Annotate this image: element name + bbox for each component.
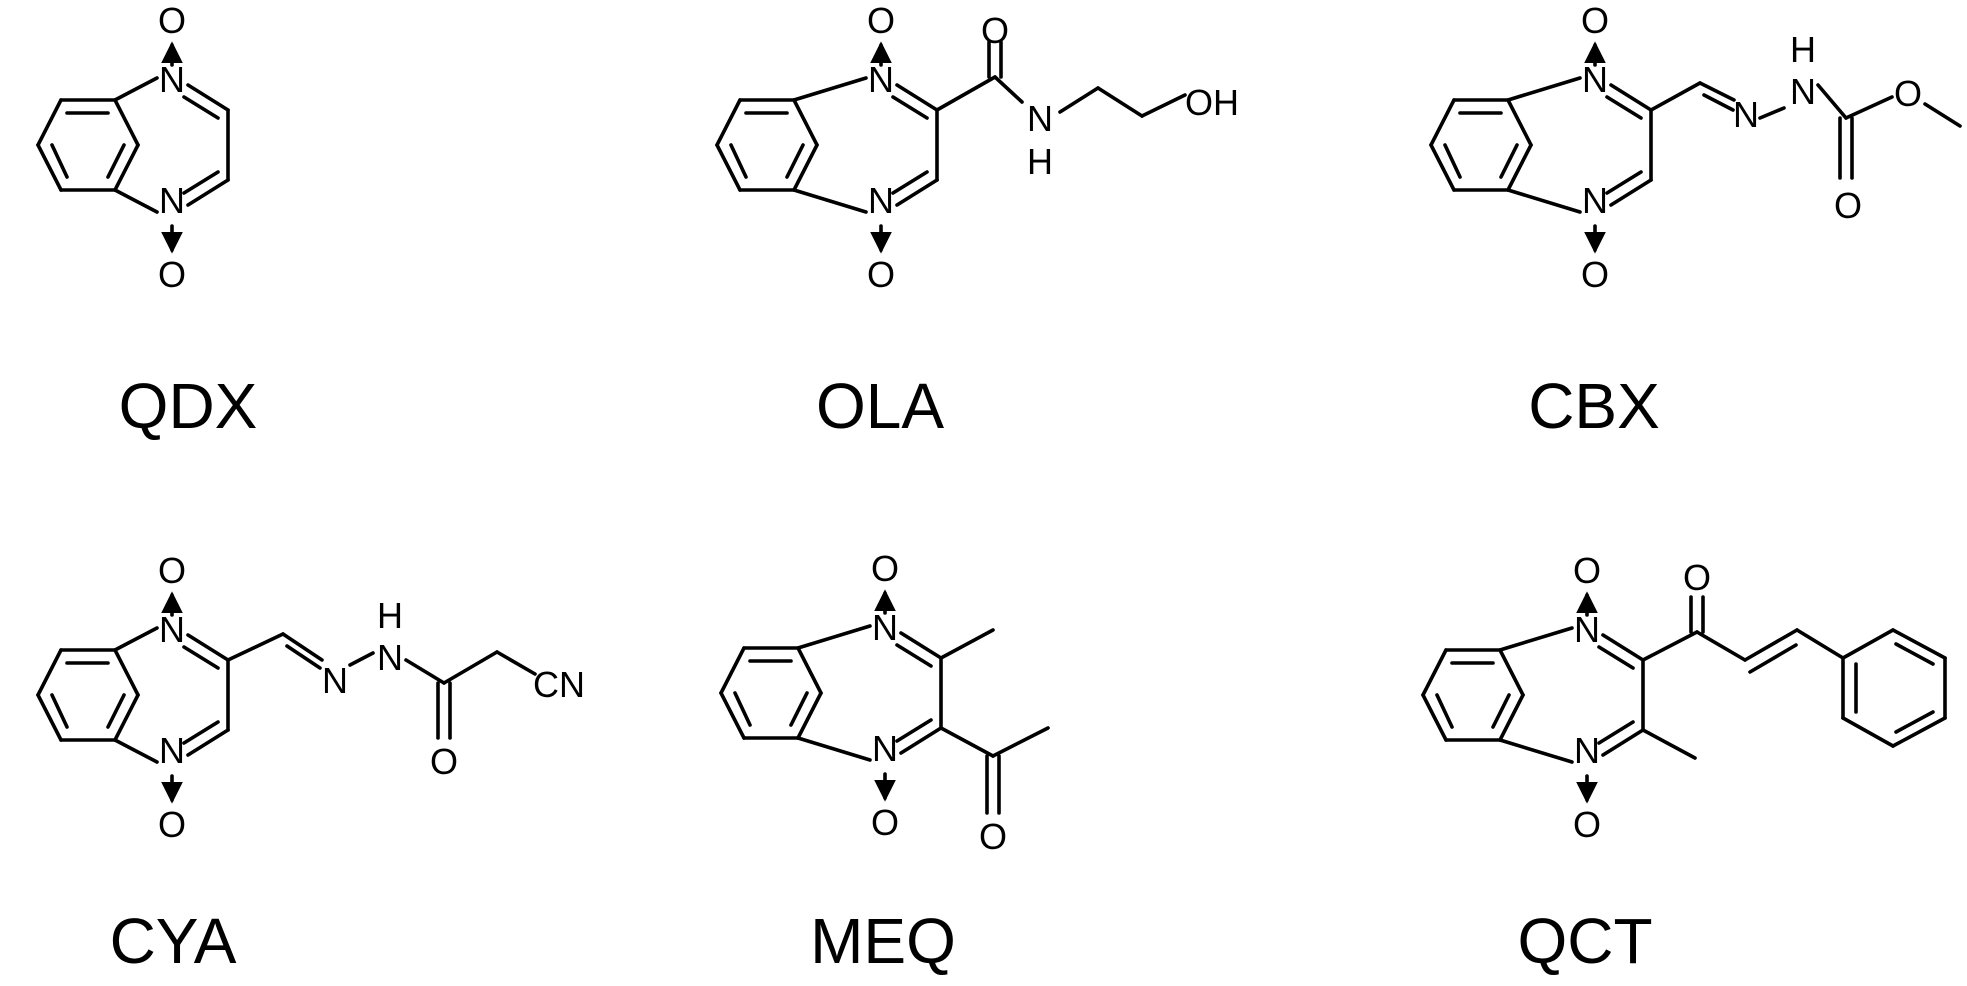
compound-name: CYA xyxy=(110,905,237,977)
atom-label-o: O xyxy=(979,816,1007,857)
atom-label-n: N xyxy=(159,180,185,221)
atom-label-o: O xyxy=(1573,804,1601,845)
atom-label-o: O xyxy=(1834,185,1862,226)
compound-name: CBX xyxy=(1528,370,1660,442)
compound-qdx: N N O O QDX xyxy=(36,0,258,442)
atom-label-o: O xyxy=(871,548,899,589)
atom-label-o: O xyxy=(1573,550,1601,591)
atom-label-n: N xyxy=(159,59,185,100)
compound-ola: N N O O O N H OH OLA xyxy=(715,0,1239,442)
compound-name: QCT xyxy=(1517,905,1652,977)
atom-label-n: N xyxy=(872,607,898,648)
atom-label-n: N xyxy=(1027,98,1053,139)
atom-label-n: N xyxy=(322,660,348,701)
atom-label-o: O xyxy=(871,802,899,843)
atom-label-o: O xyxy=(158,550,186,591)
atom-label-n: N xyxy=(1790,71,1816,112)
compound-name: QDX xyxy=(119,370,258,442)
molecule-structure: N N O O N N H O CN xyxy=(36,550,585,845)
atom-label-o: O xyxy=(1683,557,1711,598)
atom-label-o: O xyxy=(158,254,186,295)
molecule-structure: N N O O O xyxy=(719,548,1050,857)
atom-label-o: O xyxy=(867,254,895,295)
molecule-structure: N N O O xyxy=(36,0,230,295)
atom-label-o: O xyxy=(867,0,895,41)
atom-label-n: N xyxy=(868,59,894,100)
compound-meq: N N O O O MEQ xyxy=(719,548,1050,977)
atom-label-cn: CN xyxy=(533,664,585,705)
atom-label-n: N xyxy=(1733,94,1759,135)
atom-label-h: H xyxy=(1790,29,1816,70)
atom-label-n: N xyxy=(1574,730,1600,771)
atom-label-n: N xyxy=(868,180,894,221)
atom-label-h: H xyxy=(1027,141,1053,182)
atom-label-n: N xyxy=(159,730,185,771)
compound-qct: N N O O O QCT xyxy=(1421,550,1947,977)
atom-label-o: O xyxy=(158,0,186,41)
atom-label-h: H xyxy=(377,595,403,636)
atom-label-o: O xyxy=(981,10,1009,51)
atom-label-o: O xyxy=(158,804,186,845)
atom-label-o: O xyxy=(1894,73,1922,114)
atom-label-o: O xyxy=(1581,0,1609,41)
compound-name: MEQ xyxy=(810,905,956,977)
atom-label-n: N xyxy=(159,609,185,650)
molecule-structure: N N O O O N H OH xyxy=(715,0,1239,295)
atom-label-n: N xyxy=(1582,180,1608,221)
atom-label-n: N xyxy=(1574,609,1600,650)
molecule-structure: N N O O N N H O O xyxy=(1429,0,1962,295)
atom-label-oh: OH xyxy=(1185,82,1239,123)
atom-label-o: O xyxy=(1581,254,1609,295)
atom-label-n: N xyxy=(872,728,898,769)
atom-label-n: N xyxy=(377,637,403,678)
atom-label-n: N xyxy=(1582,59,1608,100)
atom-label-o: O xyxy=(430,741,458,782)
compound-cya: N N O O N N H O CN CYA xyxy=(36,550,585,977)
compound-cbx: N N O O N N H O O CBX xyxy=(1429,0,1962,442)
molecule-structure: N N O O O xyxy=(1421,550,1947,845)
compound-name: OLA xyxy=(816,370,944,442)
